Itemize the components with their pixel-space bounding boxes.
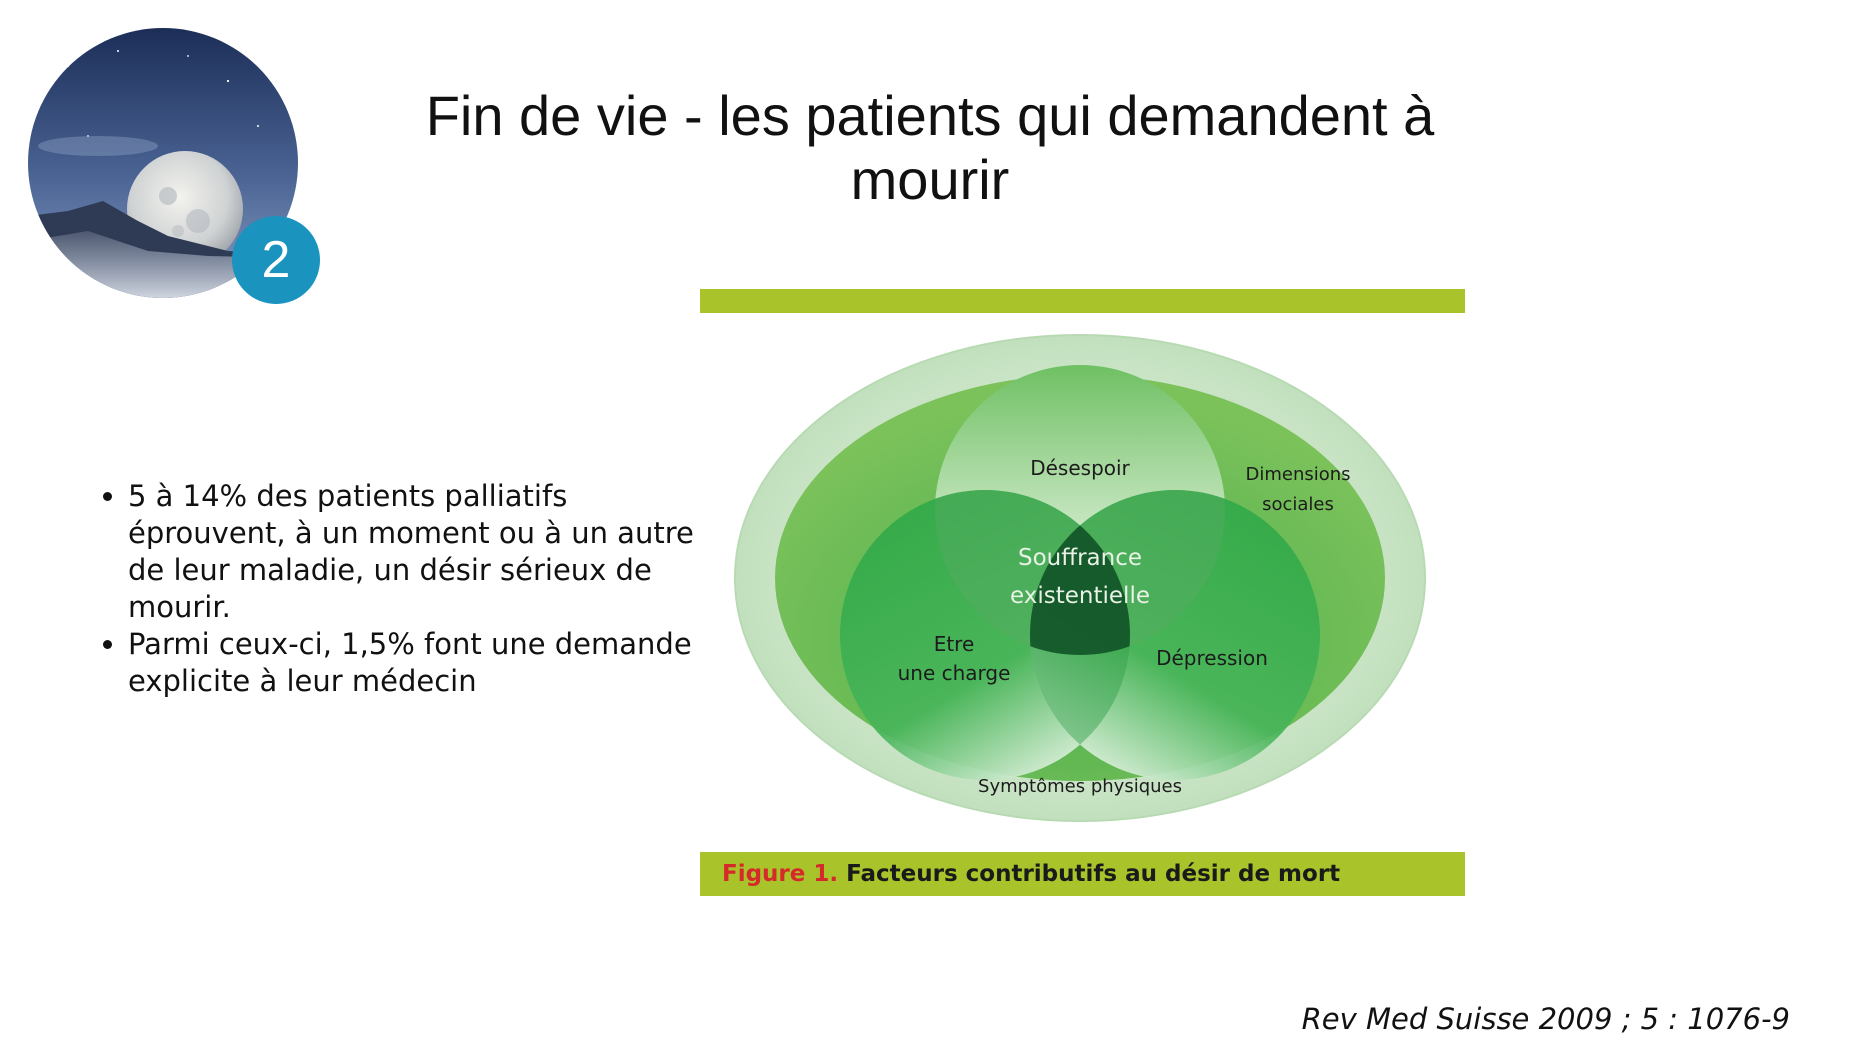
figure-caption: Figure 1. Facteurs contributifs au désir …	[700, 852, 1465, 896]
label-depression: Dépression	[1156, 646, 1268, 670]
label-souffrance-1: Souffrance	[1018, 545, 1142, 571]
label-souffrance-2: existentielle	[1010, 583, 1150, 609]
bullet-item: 5 à 14% des patients palliatifs éprouven…	[128, 478, 728, 626]
bullet-item: Parmi ceux-ci, 1,5% font une demande exp…	[128, 626, 728, 700]
label-desespoir: Désespoir	[1030, 456, 1130, 480]
slide-number-badge: 2	[232, 216, 320, 304]
label-dimensions-2: sociales	[1262, 494, 1334, 515]
label-symptomes: Symptômes physiques	[978, 776, 1182, 797]
caption-label: Figure 1.	[722, 861, 839, 887]
citation-reference: Rev Med Suisse 2009 ; 5 : 1076-9	[1301, 1002, 1790, 1036]
caption-text: Facteurs contributifs au désir de mort	[846, 861, 1341, 887]
label-charge-1: Etre	[934, 632, 975, 656]
bullet-list: 5 à 14% des patients palliatifs éprouven…	[90, 478, 728, 700]
label-charge-2: une charge	[898, 661, 1011, 685]
label-dimensions-1: Dimensions	[1245, 464, 1350, 485]
center-intersection	[1030, 490, 1130, 655]
slide-title: Fin de vie - les patients qui demandent …	[425, 84, 1435, 211]
venn-diagram: Désespoir Dimensions sociales Souffrance…	[734, 334, 1426, 822]
moon-night-picture	[28, 28, 298, 298]
figure-top-bar	[700, 289, 1465, 313]
moon-image: 2	[28, 26, 320, 304]
